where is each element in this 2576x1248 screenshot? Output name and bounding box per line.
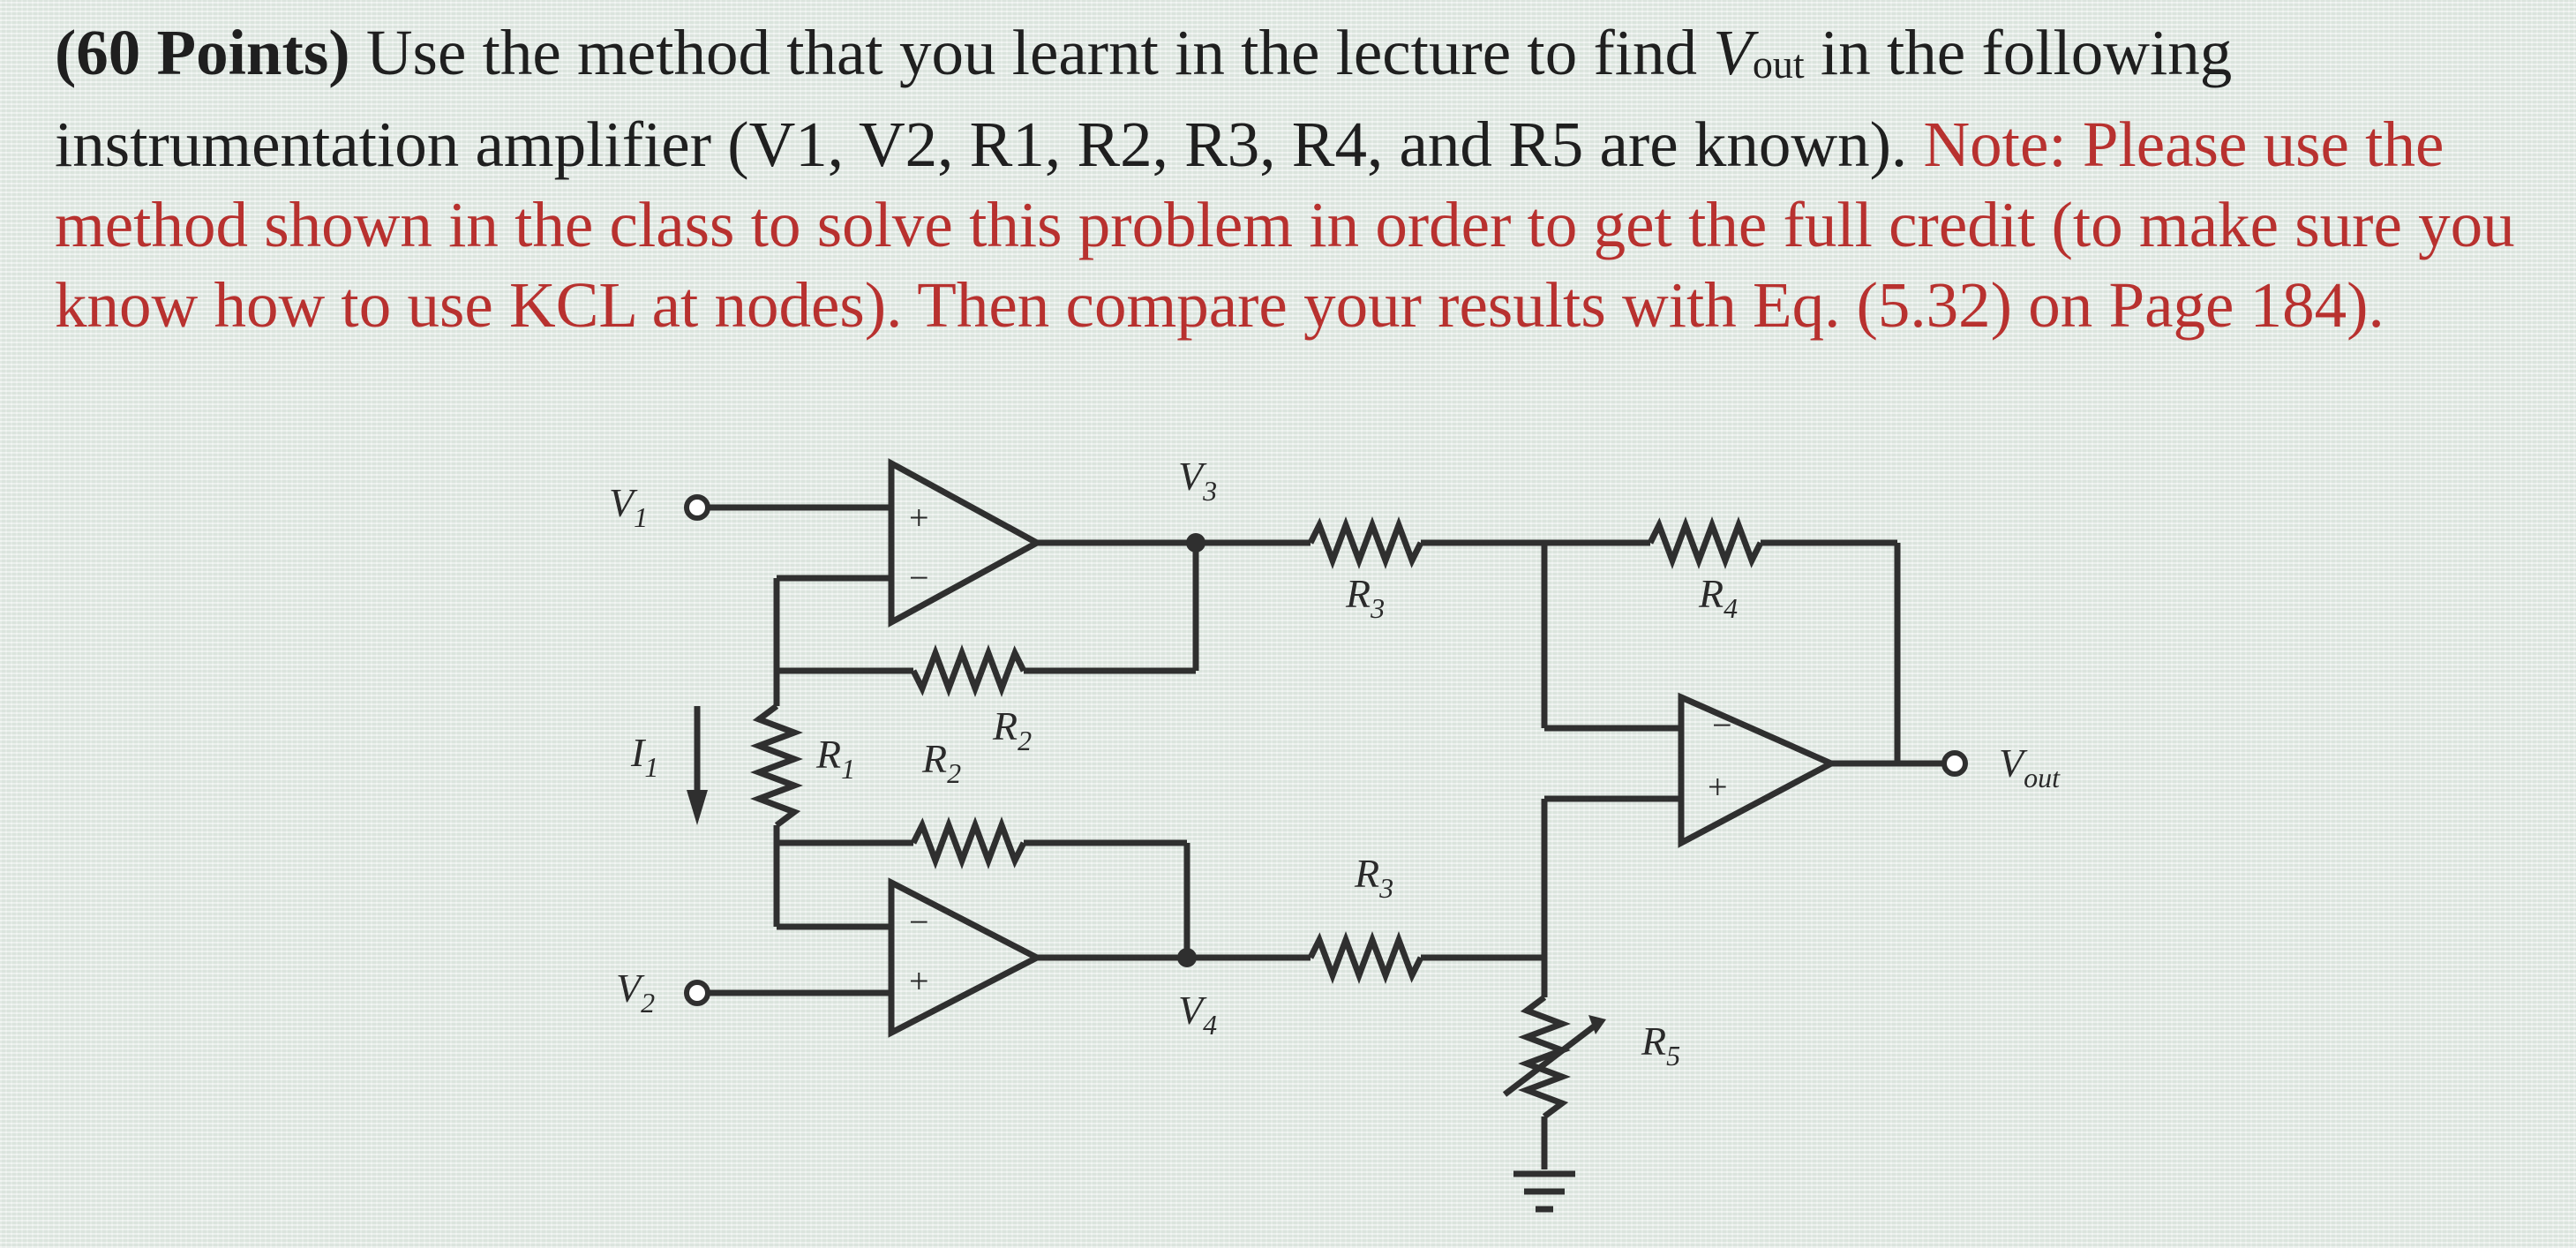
opamp-1 — [888, 458, 1044, 628]
problem-statement: (60 Points) Use the method that you lear… — [55, 12, 2561, 345]
vout-symbol: Vout — [1713, 17, 1805, 88]
v3-label: V3 — [1178, 454, 1217, 507]
r2-label-b: R2 — [992, 703, 1032, 756]
problem-text-b: in the following instrumentation amplifi… — [55, 17, 2233, 180]
opamp2-minus: − — [909, 902, 929, 942]
r2-top-resistor — [910, 644, 1027, 697]
problem-text-a: Use the method that you learnt in the le… — [349, 17, 1714, 88]
r4-label: R4 — [1698, 571, 1738, 624]
r5-resistor — [1518, 995, 1571, 1119]
v2-label: V2 — [616, 966, 655, 1019]
opamp2-plus: + — [909, 961, 929, 1001]
v1-label: V1 — [609, 480, 648, 533]
problem-note: Note: Please use the method shown in the… — [55, 109, 2515, 341]
opamp1-plus: + — [909, 498, 929, 538]
opamp3-plus: + — [1708, 767, 1728, 807]
r3-bottom-resistor — [1307, 931, 1424, 984]
opamp3-minus: − — [1712, 705, 1732, 745]
v1-terminal — [684, 494, 710, 521]
r3-bottom-label: R3 — [1354, 851, 1393, 904]
r1-resistor — [750, 703, 803, 828]
r2-bottom-resistor — [910, 816, 1027, 869]
i1-label: I1 — [630, 730, 658, 783]
opamp1-minus: − — [909, 558, 929, 598]
opamp-3 — [1678, 692, 1839, 848]
r2-label-a: R2 — [921, 736, 961, 789]
v2-terminal — [684, 980, 710, 1006]
opamp-2 — [888, 877, 1044, 1038]
v3-node — [1186, 533, 1205, 553]
v4-label: V4 — [1178, 988, 1217, 1041]
vout-terminal — [1941, 750, 1968, 777]
vout-label: Vout — [1999, 741, 2061, 793]
r5-label: R5 — [1641, 1019, 1680, 1071]
v4-node — [1177, 948, 1197, 967]
r3-top-label: R3 — [1345, 571, 1385, 624]
r1-label: R1 — [815, 732, 855, 785]
points-label: (60 Points) — [55, 17, 350, 88]
r3-top-resistor — [1307, 516, 1424, 569]
r4-resistor — [1647, 516, 1764, 569]
r5-variable-arrow — [1502, 1021, 1600, 1097]
